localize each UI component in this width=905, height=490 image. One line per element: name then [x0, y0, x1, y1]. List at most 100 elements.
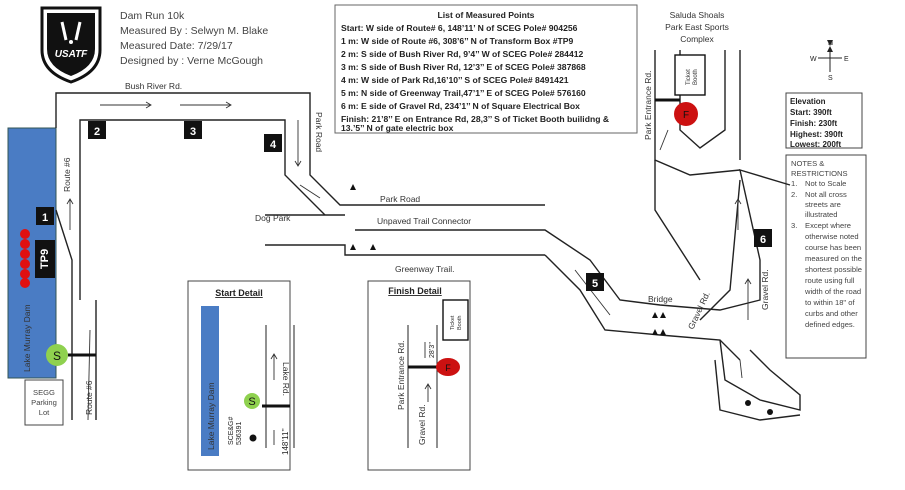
label-park-entrance: Park Entrance Rd.	[643, 71, 653, 140]
svg-text:Finish: 230ft: Finish: 230ft	[790, 119, 837, 128]
svg-text:course has been: course has been	[805, 243, 861, 252]
elevation-box: Elevation Start: 390ft Finish: 230ft Hig…	[785, 92, 863, 149]
svg-text:Booth: Booth	[457, 316, 463, 330]
svg-text:N: N	[828, 40, 833, 47]
svg-text:W: W	[810, 56, 817, 63]
label-park-road-v: Park Road	[314, 112, 324, 152]
svg-text:Parking: Parking	[31, 398, 57, 407]
svg-text:S: S	[248, 396, 255, 408]
svg-text:NOTES &: NOTES &	[791, 159, 824, 168]
point-4m: 4 m: W side of Park Rd,16’10’’ S of SCEG…	[341, 75, 569, 85]
venue-line-1: Saluda Shoals	[670, 10, 725, 20]
point-1m: 1 m: W side of Route #6, 308’6’’ N of Tr…	[341, 36, 573, 46]
svg-text:Start: 390ft: Start: 390ft	[790, 108, 832, 117]
svg-text:Ticket: Ticket	[450, 315, 456, 330]
svg-text:3: 3	[190, 126, 196, 138]
start-detail: Start Detail Lake Murray Dam SCE&G# 5363…	[187, 280, 295, 471]
svg-text:6: 6	[760, 234, 766, 246]
svg-text:Elevation: Elevation	[790, 97, 826, 106]
label-gravel-rd: Gravel Rd.	[760, 269, 770, 310]
svg-text:List of Measured Points: List of Measured Points	[438, 10, 535, 20]
parking-lot: SEGG Parking Lot	[24, 379, 64, 426]
svg-text:SEGG: SEGG	[33, 388, 55, 397]
point-5m: 5 m: N side of Greenway Trail,47’1’’ E o…	[341, 88, 586, 98]
svg-text:TP9: TP9	[39, 249, 51, 269]
designed-by: Designed by : Verne McGough	[120, 55, 263, 67]
marker-5: 5	[586, 273, 604, 291]
finish-detail: Finish Detail Ticket Booth F Park Entran…	[367, 280, 471, 471]
svg-text:F: F	[445, 363, 451, 373]
marker-3: 3	[184, 121, 202, 139]
svg-text:streets are: streets are	[805, 200, 841, 209]
svg-text:2.: 2.	[791, 190, 797, 199]
svg-text:Gravel Rd.: Gravel Rd.	[417, 404, 427, 445]
marker-tp9: TP9	[35, 240, 55, 278]
svg-text:SCE&G#: SCE&G#	[228, 416, 235, 445]
label-greenway: Greenway Trail.	[395, 264, 455, 274]
label-dog-park: Dog Park	[255, 213, 291, 223]
compass-rose-icon: N S E W	[810, 40, 849, 82]
bridge	[350, 184, 773, 415]
venue-line-3: Complex	[680, 34, 714, 44]
marker-6: 6	[754, 229, 772, 247]
venue-line-2: Park East Sports	[665, 22, 729, 32]
marker-4: 4	[264, 134, 282, 152]
point-2m: 2 m: S side of Bush River Rd, 9’4’’ W of…	[341, 49, 584, 59]
svg-text:curbs and other: curbs and other	[805, 309, 858, 318]
svg-text:otherwise noted: otherwise noted	[805, 232, 859, 241]
svg-text:Park Entrance Rd.: Park Entrance Rd.	[396, 341, 406, 410]
svg-text:Lake Rd.: Lake Rd.	[281, 362, 291, 396]
svg-text:RESTRICTIONS: RESTRICTIONS	[791, 169, 848, 178]
svg-text:Highest: 390ft: Highest: 390ft	[790, 130, 843, 139]
course-arrows	[66, 101, 752, 421]
svg-text:28’3’’: 28’3’’	[429, 341, 436, 358]
svg-text:S: S	[828, 75, 833, 82]
svg-text:Finish Detail: Finish Detail	[388, 286, 442, 296]
point-start: Start: W side of Route# 6, 148’11’ N of …	[341, 23, 578, 33]
svg-text:F: F	[683, 110, 689, 121]
start-marker: S	[46, 344, 96, 366]
notes-box: NOTES & RESTRICTIONS 1. Not to Scale 2. …	[785, 154, 867, 359]
svg-text:Lake Murray Dam: Lake Murray Dam	[206, 382, 216, 450]
ticket-booth: Ticket Booth	[674, 54, 706, 96]
svg-text:route using full: route using full	[805, 276, 855, 285]
measured-by: Measured By : Selwyn M. Blake	[120, 25, 268, 37]
svg-text:defined edges.: defined edges.	[805, 320, 855, 329]
marker-2: 2	[88, 121, 106, 139]
point-3m: 3 m: S side of Bush River Rd, 12’3’’ E o…	[341, 62, 586, 72]
point-finish: Finish: 21’8’’ E on Entrance Rd, 28,3’’ …	[341, 114, 609, 124]
svg-text:width of the road: width of the road	[804, 287, 861, 296]
red-dots	[20, 229, 30, 288]
label-route6-bottom: Route #6	[84, 380, 94, 415]
svg-text:Lowest: 200ft: Lowest: 200ft	[790, 140, 841, 149]
svg-text:Ticket: Ticket	[686, 69, 692, 85]
svg-text:Not to Scale: Not to Scale	[805, 179, 846, 188]
label-bush-river: Bush River Rd.	[125, 81, 182, 91]
svg-text:148’11’’: 148’11’’	[281, 428, 290, 455]
svg-text:4: 4	[270, 139, 277, 151]
svg-text:Except where: Except where	[805, 221, 851, 230]
race-title: Dam Run 10k	[120, 10, 185, 22]
svg-text:measured on the: measured on the	[805, 254, 862, 263]
svg-text:Lake Murray Dam: Lake Murray Dam	[22, 304, 32, 372]
svg-text:USATF: USATF	[55, 49, 88, 60]
svg-text:illustrated: illustrated	[805, 210, 838, 219]
svg-text:Start Detail: Start Detail	[215, 288, 263, 298]
roads	[55, 50, 801, 421]
svg-text:shortest possible: shortest possible	[805, 265, 862, 274]
svg-text:3.: 3.	[791, 221, 797, 230]
label-park-road-h: Park Road	[380, 194, 420, 204]
label-unpaved-trail: Unpaved Trail Connector	[377, 216, 471, 226]
label-route6-top: Route #6	[62, 157, 72, 192]
svg-text:S: S	[53, 349, 61, 363]
label-bridge: Bridge	[648, 294, 673, 304]
measured-date: Measured Date: 7/29/17	[120, 40, 233, 52]
finish-marker: F	[674, 102, 698, 126]
svg-text:1.: 1.	[791, 179, 797, 188]
svg-text:536391: 536391	[236, 422, 243, 445]
svg-text:E: E	[844, 56, 849, 63]
point-finish-cont: 13.’5’’ N of gate electric box	[341, 123, 454, 133]
svg-text:Lot: Lot	[39, 408, 50, 417]
svg-text:Booth: Booth	[693, 69, 699, 85]
